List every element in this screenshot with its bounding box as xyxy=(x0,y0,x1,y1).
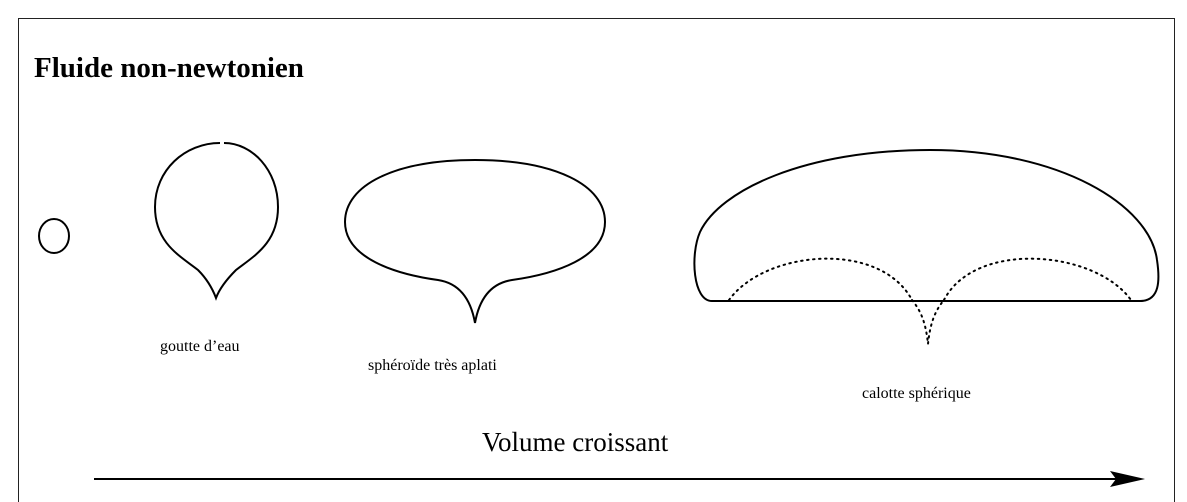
label-calotte: calotte sphérique xyxy=(862,385,971,402)
small-sphere-shape xyxy=(38,218,70,254)
axis-label: Volume croissant xyxy=(482,427,669,457)
figure-title: Fluide non-newtonien xyxy=(34,52,304,84)
inner-arc-right xyxy=(943,257,1132,301)
volume-axis-arrowhead xyxy=(1110,471,1145,487)
drop-shape xyxy=(153,142,280,301)
flattened-spheroid-shape xyxy=(343,158,607,324)
figure-frame xyxy=(18,18,1175,502)
inner-cusp xyxy=(911,299,945,345)
spherical-cap-shape xyxy=(693,148,1160,302)
inner-arc-left xyxy=(728,257,913,301)
label-goutte: goutte d’eau xyxy=(160,338,240,355)
label-spheroide: sphéroïde très aplati xyxy=(368,357,497,374)
